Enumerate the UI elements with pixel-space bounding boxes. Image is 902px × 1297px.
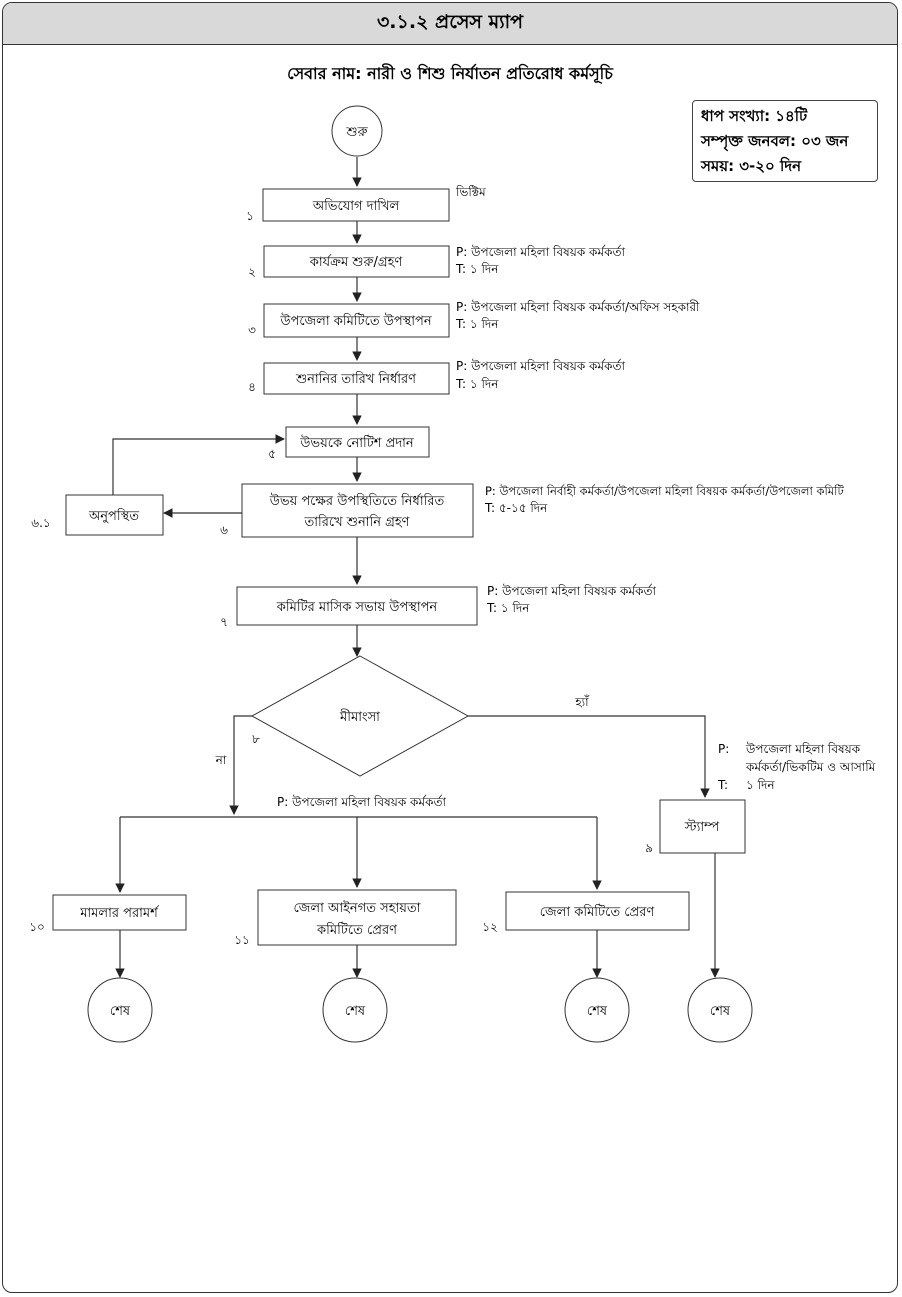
step-2-time: T: ১ দিন <box>455 262 499 276</box>
step-11-label-line2: কমিটিতে প্রেরণ <box>316 922 398 938</box>
step-5-label: উভয়কে নোটিশ প্রদান <box>299 435 414 451</box>
step-1-number: ১ <box>246 209 254 223</box>
decision-yes-label: হ্যাঁ <box>574 694 589 709</box>
time-required: সময়: ৩-২০ দিন <box>701 157 802 175</box>
step-11: জেলা আইনগত সহায়তা কমিটিতে প্রেরণ ১১ <box>234 889 457 947</box>
end-circle <box>87 977 153 1043</box>
step-4-person: P: উপজেলা মহিলা বিষয়ক কর্মকর্তা <box>456 359 625 373</box>
step-4: শুনানির তারিখ নির্ধারণ ৪ P: উপজেলা মহিলা… <box>248 359 625 395</box>
arrow-yes-to-9 <box>468 715 710 798</box>
end-circle <box>564 977 630 1043</box>
step-5-number: ৫ <box>268 447 276 461</box>
step-11-label-line1: জেলা আইনগত সহায়তা <box>294 900 421 916</box>
step-3: উপজেলা কমিটিতে উপস্থাপন ৩ P: উপজেলা মহিল… <box>248 300 700 338</box>
step-8-number: ৮ <box>252 732 260 746</box>
end-circle <box>687 977 753 1043</box>
step-9-person-line2: কর্মকর্তা/ভিকটিম ও আসামি <box>745 760 876 774</box>
step-7-box <box>236 586 478 626</box>
arrow-no-branch <box>229 715 252 815</box>
step-9-person-key: P: <box>718 742 729 756</box>
step-5-box <box>285 426 430 458</box>
step-3-number: ৩ <box>248 323 256 337</box>
step-10-box <box>52 894 187 931</box>
step-7-number: ৭ <box>220 615 228 629</box>
decision-label: মীমাংসা <box>339 709 380 725</box>
step-8-decision: মীমাংসা ৮ হ্যাঁ না P: উপজেলা মহিলা বিষয়… <box>215 655 590 809</box>
step-count: ধাপ সংখ্যা: ১৪টি <box>701 107 808 125</box>
step-2-number: ২ <box>248 265 256 279</box>
step-2-person: P: উপজেলা মহিলা বিষয়ক কর্মকর্তা <box>456 245 625 259</box>
step-12: জেলা কমিটিতে প্রেরণ ১২ <box>482 891 690 934</box>
step-12-number: ১২ <box>482 920 498 934</box>
step-1-note: ভিক্টিম <box>455 185 486 199</box>
step-6-1-label: অনুপস্থিত <box>88 508 139 524</box>
step-1: অভিযোগ দাখিল ১ ভিক্টিম <box>246 185 486 223</box>
step-7: কমিটির মাসিক সভায় উপস্থাপন ৭ P: উপজেলা … <box>220 584 656 629</box>
decision-no-label: না <box>215 753 227 767</box>
end-terminals: শেষ শেষ শেষ শেষ <box>87 977 753 1043</box>
step-6-1-number: ৬.১ <box>31 516 50 530</box>
step-4-number: ৪ <box>248 380 256 394</box>
step-10-number: ১০ <box>29 920 45 934</box>
step-11-number: ১১ <box>234 933 250 947</box>
end-label: শেষ <box>345 1004 366 1019</box>
connectors <box>112 157 720 978</box>
start-circle <box>331 105 383 157</box>
end-label: শেষ <box>587 1004 608 1019</box>
step-3-label: উপজেলা কমিটিতে উপস্থাপন <box>279 313 431 329</box>
step-6-box <box>241 483 474 538</box>
end-label: শেষ <box>110 1004 131 1019</box>
step-10-label: মামলার পরামর্শ <box>79 905 160 921</box>
start-label: শুরু <box>345 125 368 140</box>
step-7-time: T: ১ দিন <box>486 601 530 615</box>
step-3-box <box>263 303 450 338</box>
step-4-label: শুনানির তারিখ নির্ধারণ <box>295 371 417 387</box>
step-9-label: স্ট্যাম্প <box>684 819 720 835</box>
step-2-box <box>263 245 450 278</box>
step-7-label: কমিটির মাসিক সভায় উপস্থাপন <box>276 599 438 615</box>
step-3-person: P: উপজেলা মহিলা বিষয়ক কর্মকর্তা/অফিস সহ… <box>456 300 700 314</box>
step-12-label: জেলা কমিটিতে প্রেরণ <box>540 904 656 920</box>
step-6-person: P: উপজেলা নির্বাহী কর্মকর্তা/উপজেলা মহিল… <box>485 484 844 498</box>
info-box: ধাপ সংখ্যা: ১৪টি সম্পৃক্ত জনবল: ০৩ জন সম… <box>692 100 878 182</box>
step-9-number: ৯ <box>645 841 653 855</box>
step-9-box <box>659 799 746 854</box>
step-1-label: অভিযোগ দাখিল <box>312 198 400 214</box>
step-9-time-value: ১ দিন <box>746 778 775 792</box>
step-2-label: কার্যক্রম শুরু/গ্রহণ <box>309 254 404 270</box>
step-5: উভয়কে নোটিশ প্রদান ৫ <box>268 426 430 461</box>
staff-count: সম্পৃক্ত জনবল: ০৩ জন <box>701 132 849 150</box>
step-6: উভয় পক্ষের উপস্থিতিতে নির্ধারিত তারিখে … <box>220 483 844 538</box>
step-6-number: ৬ <box>220 523 228 537</box>
step-9: স্ট্যাম্প ৯ P: উপজেলা মহিলা বিষয়ক কর্মক… <box>645 742 876 855</box>
arrow-6.1-to-5 <box>112 434 285 495</box>
step-6-1: অনুপস্থিত ৬.১ <box>31 494 164 536</box>
step-1-box <box>262 188 450 222</box>
end-circle <box>322 977 388 1043</box>
end-label: শেষ <box>710 1004 731 1019</box>
step-7-person: P: উপজেলা মহিলা বিষয়ক কর্মকর্তা <box>487 584 656 598</box>
step-10: মামলার পরামর্শ ১০ <box>29 894 187 934</box>
step-6-label-line1: উভয় পক্ষের উপস্থিতিতে নির্ধারিত <box>269 493 445 509</box>
step-2: কার্যক্রম শুরু/গ্রহণ ২ P: উপজেলা মহিলা ব… <box>248 245 625 279</box>
step-4-box <box>263 362 450 395</box>
step-6-time: T: ৫-১৫ দিন <box>484 501 548 515</box>
step-3-time: T: ১ দিন <box>455 317 499 331</box>
branch-person: P: উপজেলা মহিলা বিষয়ক কর্মকর্তা <box>277 795 446 809</box>
step-6-label-line2: তারিখে শুনানি গ্রহণ <box>303 514 410 530</box>
step-6-1-box <box>65 494 164 536</box>
step-9-person-line1: উপজেলা মহিলা বিষয়ক <box>745 742 861 756</box>
page-title: ৩.১.২ প্রসেস ম্যাপ <box>3 3 897 45</box>
step-11-box <box>257 889 457 946</box>
decision-diamond <box>250 655 470 777</box>
step-4-time: T: ১ দিন <box>455 377 499 391</box>
step-12-box <box>505 891 690 931</box>
service-name: সেবার নাম: নারী ও শিশু নির্যাতন প্রতিরোধ… <box>287 64 613 83</box>
start-terminal: শুরু <box>331 105 383 157</box>
step-9-time-key: T: <box>717 778 728 792</box>
